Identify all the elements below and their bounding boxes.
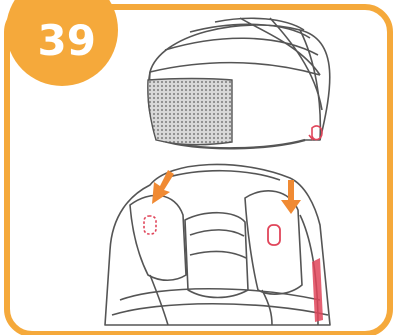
car-seat — [105, 164, 330, 325]
canopy-mesh-panel — [148, 79, 232, 145]
